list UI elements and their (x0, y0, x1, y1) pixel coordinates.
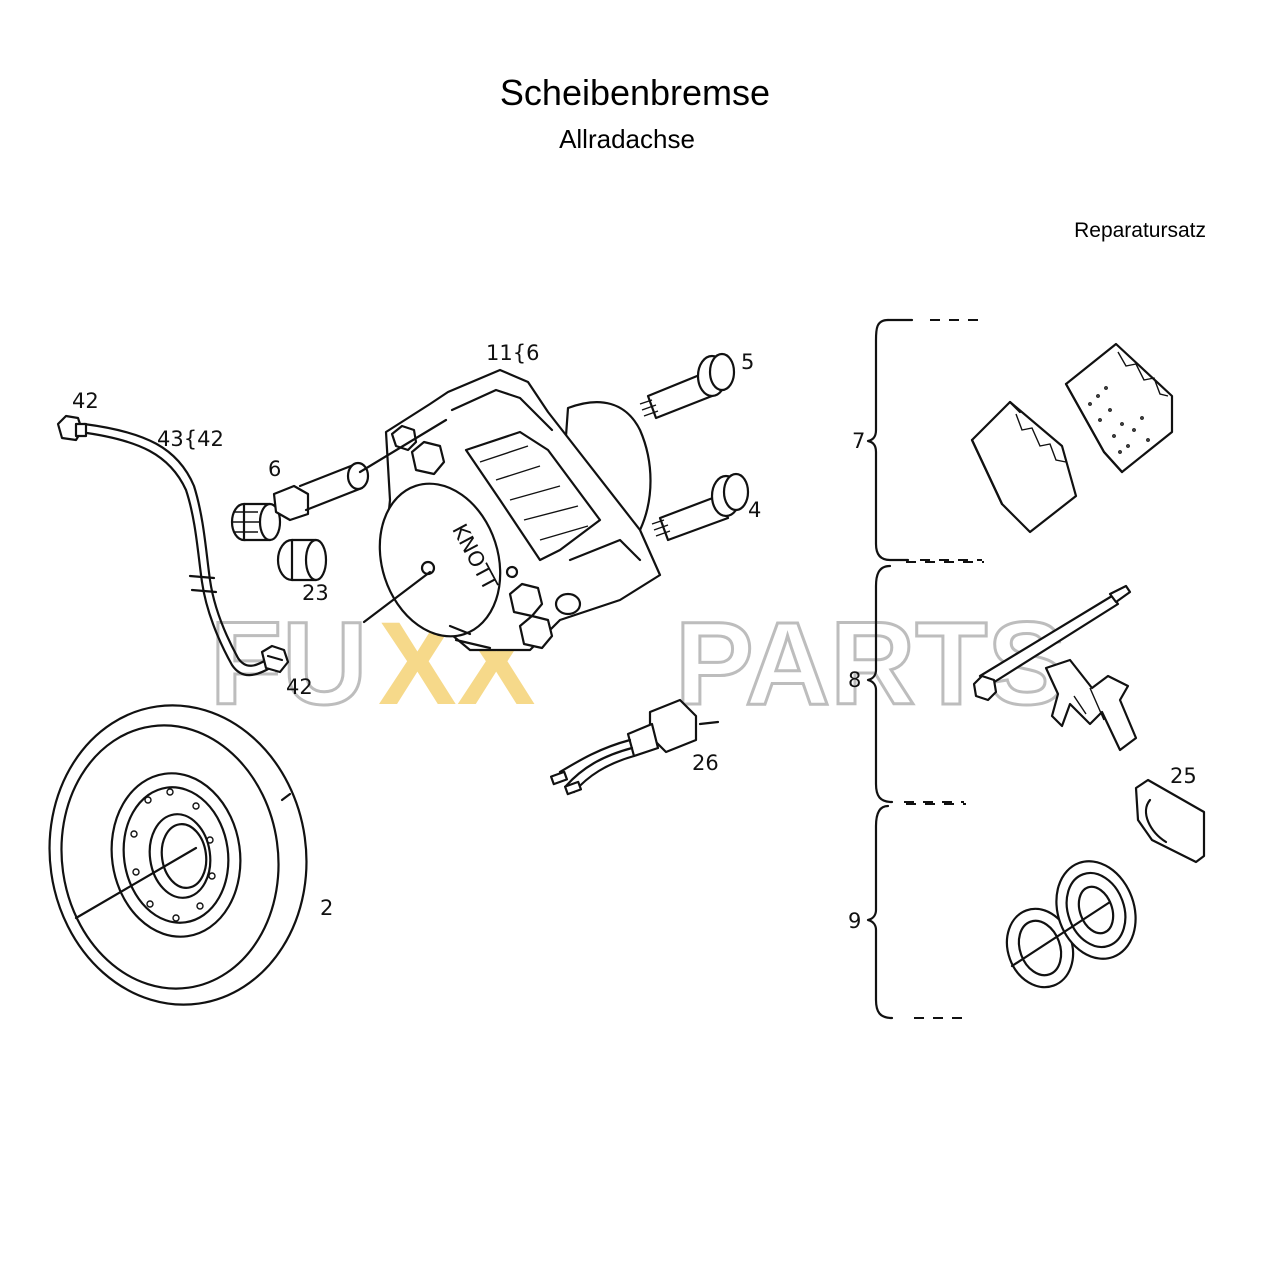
callout-8: 8 (848, 668, 861, 692)
callout-labels: 11{6 5 42 43{42 6 4 23 42 26 2 7 8 25 9 (72, 341, 1197, 933)
kit-bracket-7 (866, 318, 982, 562)
repair-kit-label: Reparatursatz (1074, 219, 1206, 242)
guide-pin-lower-part (651, 472, 750, 542)
diagram-title: Scheibenbremse (499, 72, 771, 113)
guide-pin-upper-part (639, 352, 736, 420)
callout-9: 9 (848, 909, 861, 933)
callout-25: 25 (1170, 764, 1197, 788)
callout-5: 5 (741, 350, 754, 374)
dust-cap-part (276, 538, 328, 582)
fitting-bottom (260, 644, 290, 674)
callout-43: 43{42 (157, 427, 224, 451)
callout-23: 23 (302, 581, 329, 605)
bleeder-screw-part (230, 461, 370, 542)
callout-11: 11{6 (486, 341, 539, 365)
anti-squeal-plate-part (1134, 778, 1206, 864)
callout-7: 7 (852, 429, 865, 453)
callout-42-top: 42 (72, 389, 99, 413)
brake-pad-left-part (970, 400, 1078, 534)
brake-disc-part (48, 704, 308, 1006)
kit-bracket-9 (866, 803, 966, 1020)
caliper-part: KNOTT (358, 368, 662, 652)
dust-boot-part (1010, 860, 1137, 968)
kit-bracket-8 (866, 561, 984, 804)
callout-2: 2 (320, 896, 333, 920)
callout-42-bottom: 42 (286, 675, 313, 699)
callout-4: 4 (748, 498, 761, 522)
fuxx-parts-watermark: FU XX PARTS (209, 597, 1068, 732)
brake-line-part (56, 414, 290, 677)
callout-6: 6 (268, 457, 281, 481)
fitting-top (56, 414, 88, 442)
spreader-spring-part (1044, 658, 1138, 752)
brake-pad-right-part (1064, 342, 1174, 474)
diagram-subtitle: Allradachse (559, 124, 695, 154)
watermark-fu: FU (210, 598, 367, 730)
retaining-pin-part (972, 584, 1132, 702)
callout-26: 26 (692, 751, 719, 775)
wear-sensor-part (549, 698, 720, 796)
